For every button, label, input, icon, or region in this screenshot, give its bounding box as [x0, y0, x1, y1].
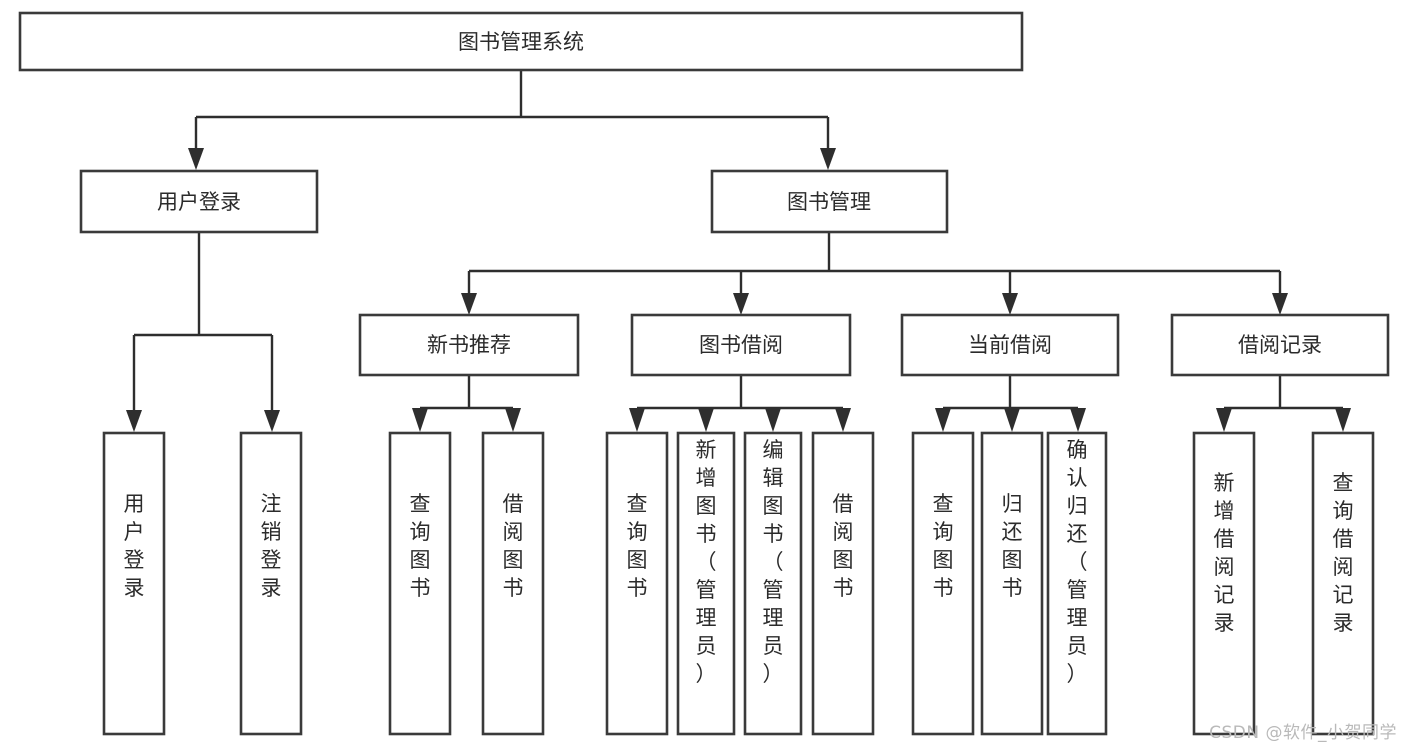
- node-borrow-record-label: 借阅记录: [1238, 333, 1322, 357]
- leaf-borrow-book-recommend[interactable]: 借阅图书: [481, 431, 545, 736]
- leaf-query-book-recommend[interactable]: 查询图书: [388, 431, 452, 736]
- leaf-user-login-box[interactable]: [102, 431, 166, 736]
- leaf-confirm-return-label: 确认归还（管理员）: [1067, 438, 1088, 686]
- leaf-add-borrow-record-box[interactable]: [1192, 431, 1256, 736]
- arrow-to-book-borrow: [733, 293, 749, 315]
- leaf-edit-book[interactable]: 编辑图书（管理员）: [743, 431, 803, 736]
- arrow-to-leaf-add-record: [1216, 408, 1232, 432]
- leaf-borrow-book-recommend-label: 借阅图书: [503, 492, 524, 600]
- node-new-book-recommend[interactable]: 新书推荐: [358, 313, 580, 377]
- arrow-to-leaf-borrow-book-2: [835, 408, 851, 432]
- arrow-to-leaf-query-book-2: [629, 408, 645, 432]
- leaf-borrow-book-label: 借阅图书: [833, 492, 854, 600]
- node-book-manage-label: 图书管理: [787, 190, 871, 214]
- arrow-to-book-manage: [820, 148, 836, 170]
- leaf-logout[interactable]: 注销登录: [239, 431, 303, 736]
- arrow-to-leaf-add-book: [698, 408, 714, 432]
- leaf-query-book-borrow-box[interactable]: [605, 431, 669, 736]
- node-root-label: 图书管理系统: [458, 30, 584, 54]
- arrow-to-leaf-return-book: [1004, 408, 1020, 432]
- node-book-borrow-label: 图书借阅: [699, 333, 783, 357]
- node-current-borrow-label: 当前借阅: [968, 333, 1052, 357]
- arrow-to-leaf-logout: [264, 410, 280, 432]
- leaf-query-book-current-box[interactable]: [911, 431, 975, 736]
- arrow-to-leaf-borrow-book-1: [505, 408, 521, 432]
- leaf-query-book-current[interactable]: 查询图书: [911, 431, 975, 736]
- arrow-to-leaf-edit-book: [765, 408, 781, 432]
- leaf-query-book-recommend-label: 查询图书: [410, 492, 431, 600]
- leaf-borrow-book-recommend-box[interactable]: [481, 431, 545, 736]
- node-borrow-record[interactable]: 借阅记录: [1170, 313, 1390, 377]
- leaf-return-book[interactable]: 归还图书: [980, 431, 1044, 736]
- connector-root-to-level1: [194, 70, 830, 150]
- node-user-login-label: 用户登录: [157, 190, 241, 214]
- leaf-edit-book-label: 编辑图书（管理员）: [763, 438, 784, 686]
- connector-bookmanage-to-level2: [467, 232, 1282, 295]
- arrow-to-leaf-query-book-3: [935, 408, 951, 432]
- leaf-query-book-borrow[interactable]: 查询图书: [605, 431, 669, 736]
- arrow-to-leaf-query-book-1: [412, 408, 428, 432]
- connector-borrowrecord-to-leaves: [1222, 375, 1345, 412]
- arrow-to-leaf-confirm-return: [1070, 408, 1086, 432]
- node-new-book-recommend-label: 新书推荐: [427, 333, 511, 357]
- node-borrow-record-box[interactable]: [1170, 313, 1390, 377]
- leaf-add-book-box[interactable]: [676, 431, 736, 736]
- leaf-query-book-borrow-label: 查询图书: [627, 492, 648, 600]
- node-root[interactable]: 图书管理系统: [18, 11, 1024, 72]
- leaf-confirm-return[interactable]: 确认归还（管理员）: [1046, 431, 1108, 736]
- leaf-user-login-label: 用户登录: [124, 492, 145, 600]
- leaf-add-borrow-record[interactable]: 新增借阅记录: [1192, 431, 1256, 736]
- node-user-login-box[interactable]: [79, 169, 319, 234]
- leaf-logout-label: 注销登录: [261, 492, 282, 600]
- arrow-to-new-book-recommend: [461, 293, 477, 315]
- node-user-login[interactable]: 用户登录: [79, 169, 319, 234]
- leaf-return-book-box[interactable]: [980, 431, 1044, 736]
- leaf-borrow-book-box[interactable]: [811, 431, 875, 736]
- leaf-return-book-label: 归还图书: [1002, 492, 1023, 600]
- node-current-borrow[interactable]: 当前借阅: [900, 313, 1120, 377]
- leaf-query-borrow-record-box[interactable]: [1311, 431, 1375, 736]
- node-book-manage[interactable]: 图书管理: [710, 169, 949, 234]
- leaf-query-borrow-record[interactable]: 查询借阅记录: [1311, 431, 1375, 736]
- node-root-box[interactable]: [18, 11, 1024, 72]
- arrow-to-leaf-user-login: [126, 410, 142, 432]
- leaf-query-book-recommend-box[interactable]: [388, 431, 452, 736]
- arrow-to-current-borrow: [1002, 293, 1018, 315]
- node-new-book-recommend-box[interactable]: [358, 313, 580, 377]
- node-book-borrow-box[interactable]: [630, 313, 852, 377]
- node-book-borrow[interactable]: 图书借阅: [630, 313, 852, 377]
- arrow-to-leaf-query-record: [1335, 408, 1351, 432]
- connector-newbook-to-leaves: [418, 375, 515, 412]
- leaf-confirm-return-box[interactable]: [1046, 431, 1108, 736]
- connector-layer: [126, 70, 1351, 432]
- leaf-user-login[interactable]: 用户登录: [102, 431, 166, 736]
- leaf-add-borrow-record-label: 新增借阅记录: [1214, 471, 1235, 635]
- leaf-logout-box[interactable]: [239, 431, 303, 736]
- leaf-edit-book-box[interactable]: [743, 431, 803, 736]
- leaf-add-book[interactable]: 新增图书（管理员）: [676, 431, 736, 736]
- leaf-query-borrow-record-label: 查询借阅记录: [1333, 471, 1354, 635]
- connector-userlogin-to-leaves: [132, 232, 274, 412]
- connector-currentborrow-to-leaves: [941, 375, 1080, 412]
- leaf-add-book-label: 新增图书（管理员）: [696, 438, 717, 686]
- arrow-to-user-login: [188, 148, 204, 170]
- watermark: CSDN @软件_小贺同学: [1209, 723, 1397, 743]
- leaf-borrow-book[interactable]: 借阅图书: [811, 431, 875, 736]
- node-current-borrow-box[interactable]: [900, 313, 1120, 377]
- connector-bookborrow-to-leaves: [635, 375, 845, 412]
- leaf-query-book-current-label: 查询图书: [933, 492, 954, 600]
- arrow-to-borrow-record: [1272, 293, 1288, 315]
- node-book-manage-box[interactable]: [710, 169, 949, 234]
